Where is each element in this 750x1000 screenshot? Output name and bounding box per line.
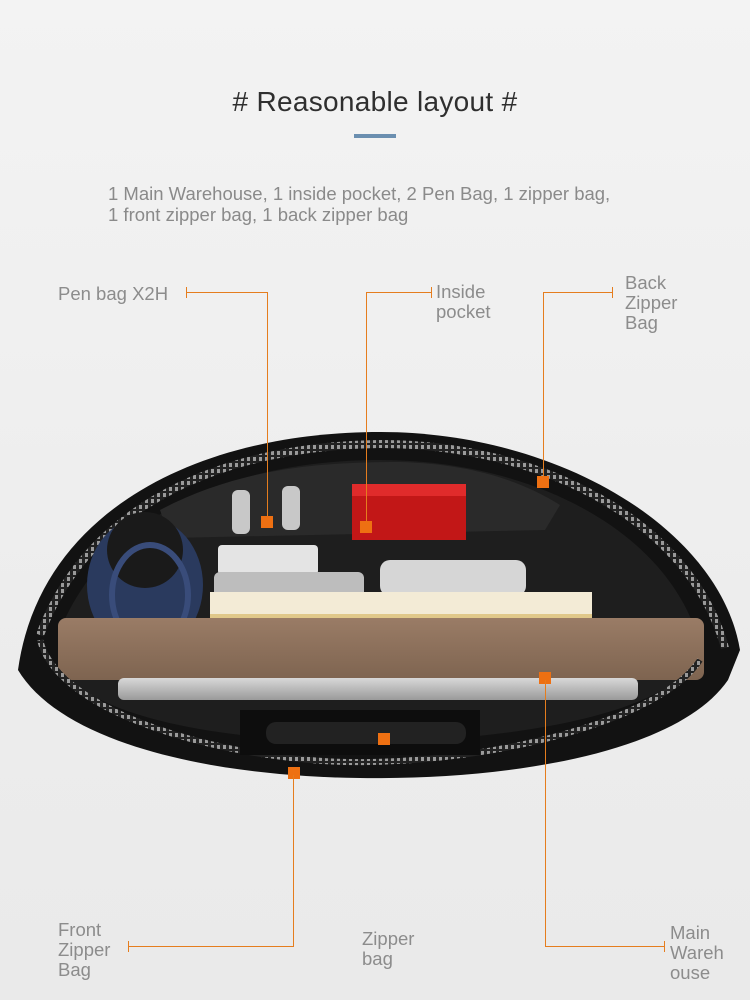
main-warehouse-label-line-1: Main [670,922,711,943]
page-title: # Reasonable layout # [232,86,518,117]
title-divider [354,134,396,138]
back-zipper-leader-tick [612,287,613,298]
back-zipper-bag-label-line-1: Back [625,272,667,293]
back-zipper-bag-label-line-2: Zipper [625,292,678,313]
front-zipper-leader-h [128,946,294,947]
main-warehouse-label: Main Wareh ouse [670,923,724,983]
main-warehouse-marker [539,672,551,684]
inside-pocket-leader-tick [431,287,432,298]
back-zipper-leader-h [543,292,613,293]
main-warehouse-leader-v [545,680,546,947]
pen-bag-marker [261,516,273,528]
back-zipper-marker [537,476,549,488]
zipper-bag-label-line-1: Zipper [362,928,415,949]
zipper-bag-label: Zipper bag [362,929,414,969]
inside-pocket-leader-h [366,292,432,293]
back-zipper-bag-label: Back Zipper Bag [625,273,677,333]
inside-pocket-leader-v [366,292,367,526]
inside-pocket-marker [360,521,372,533]
compartment-summary: 1 Main Warehouse, 1 inside pocket, 2 Pen… [108,183,728,225]
main-warehouse-label-line-3: ouse [670,962,711,983]
zipper-bag-marker [378,733,390,745]
inside-pocket-label-line-1: Inside [436,281,486,302]
pen-bag-leader-v [267,292,268,518]
main-warehouse-leader-tick [664,941,665,952]
summary-line-1: 1 Main Warehouse, 1 inside pocket, 2 Pen… [108,183,611,204]
front-zipper-bag-label-line-3: Bag [58,959,91,980]
main-warehouse-leader-h [545,946,665,947]
back-zipper-bag-label-line-3: Bag [625,312,658,333]
front-zipper-bag-label-line-1: Front [58,919,102,940]
pen-bag-leader-h [186,292,268,293]
open-black-zippered-bag-icon [18,432,740,779]
front-zipper-marker [288,767,300,779]
front-zipper-leader-tick [128,941,129,952]
summary-line-2: 1 front zipper bag, 1 back zipper bag [108,204,409,225]
front-zipper-leader-v [293,775,294,947]
main-warehouse-label-line-2: Wareh [670,942,724,963]
front-zipper-bag-label: Front Zipper Bag [58,920,110,980]
zipper-bag-label-line-2: bag [362,948,393,969]
pen-bag-label: Pen bag X2H [58,283,169,304]
back-zipper-leader-v [543,292,544,482]
front-zipper-bag-label-line-2: Zipper [58,939,111,960]
pen-bag-leader-tick [186,287,187,298]
inside-pocket-label: Inside pocket [436,282,491,322]
inside-pocket-label-line-2: pocket [436,301,491,322]
